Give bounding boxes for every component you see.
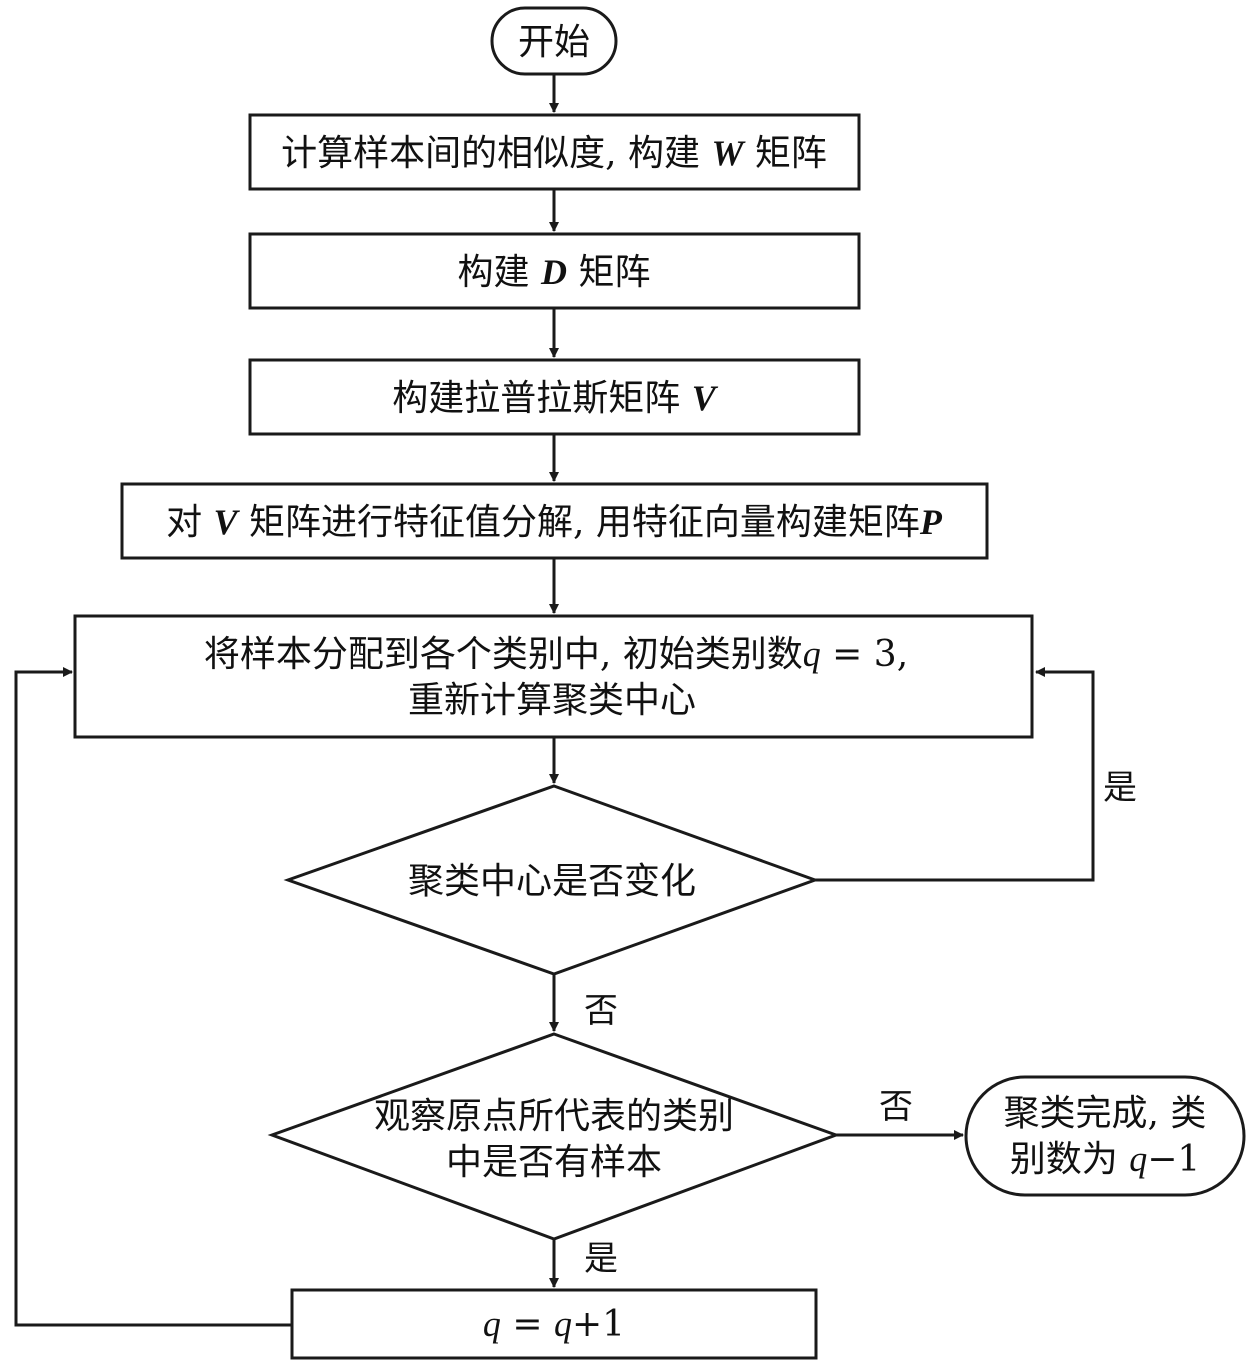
done-line2-prefix: 别数为 bbox=[1010, 1139, 1129, 1180]
eigen-text: 对 V 矩阵进行特征值分解, 用特征向量构建矩阵P bbox=[166, 502, 943, 543]
increment-eq: = bbox=[501, 1304, 554, 1345]
assign-line2: 重新计算聚类中心 bbox=[408, 680, 696, 721]
increment-text: q = q+1 bbox=[483, 1304, 625, 1345]
similarity-prefix: 计算样本间的相似度, 构建 bbox=[281, 133, 711, 174]
laplacian-node: 构建拉普拉斯矩阵 V bbox=[248, 358, 861, 436]
label-center-changed-no: 否 bbox=[584, 991, 618, 1031]
degree-prefix: 构建 bbox=[458, 252, 541, 293]
assign-line1-eq: = 3, bbox=[821, 634, 908, 675]
increment-node: q = q+1 bbox=[290, 1288, 818, 1360]
eigen-var-p: P bbox=[919, 502, 943, 542]
degree-text: 构建 D 矩阵 bbox=[458, 252, 651, 293]
eigen-middle: 矩阵进行特征值分解, 用特征向量构建矩阵 bbox=[238, 502, 920, 543]
degree-suffix: 矩阵 bbox=[567, 252, 650, 293]
similarity-suffix: 矩阵 bbox=[743, 133, 826, 174]
done-node: 聚类完成, 类 别数为 q−1 bbox=[964, 1075, 1246, 1197]
eigen-var-v: V bbox=[214, 502, 241, 542]
center-changed-label: 聚类中心是否变化 bbox=[408, 861, 696, 902]
edge-center-changed-yes bbox=[815, 667, 1095, 882]
laplacian-var-v: V bbox=[692, 378, 719, 418]
label-origin-no: 否 bbox=[879, 1087, 913, 1127]
done-line2-suffix: −1 bbox=[1147, 1139, 1200, 1180]
start-label: 开始 bbox=[518, 22, 590, 63]
laplacian-text: 构建拉普拉斯矩阵 V bbox=[392, 378, 718, 419]
label-center-changed-yes: 是 bbox=[1103, 768, 1137, 808]
origin-check-decision: 观察原点所代表的类别 中是否有样本 bbox=[267, 1032, 841, 1241]
done-line1: 聚类完成, 类 bbox=[1004, 1093, 1207, 1134]
origin-check-line1: 观察原点所代表的类别 bbox=[374, 1096, 734, 1137]
increment-var-q1: q bbox=[483, 1304, 501, 1344]
eigen-node: 对 V 矩阵进行特征值分解, 用特征向量构建矩阵P bbox=[120, 482, 989, 560]
assign-var-q: q bbox=[803, 634, 821, 674]
done-var-q: q bbox=[1129, 1139, 1147, 1179]
laplacian-prefix: 构建拉普拉斯矩阵 bbox=[392, 378, 691, 419]
assign-line1: 将样本分配到各个类别中, 初始类别数q = 3, bbox=[204, 634, 908, 675]
similarity-node: 计算样本间的相似度, 构建 W 矩阵 bbox=[248, 113, 861, 191]
edge-increment-loop bbox=[14, 667, 292, 1327]
origin-check-line2: 中是否有样本 bbox=[446, 1142, 662, 1183]
degree-node: 构建 D 矩阵 bbox=[248, 232, 861, 310]
similarity-text: 计算样本间的相似度, 构建 W 矩阵 bbox=[281, 133, 827, 174]
label-origin-yes: 是 bbox=[584, 1239, 618, 1279]
assign-line1-prefix: 将样本分配到各个类别中, 初始类别数 bbox=[204, 634, 803, 675]
done-line2: 别数为 q−1 bbox=[1010, 1139, 1201, 1180]
start-node: 开始 bbox=[490, 6, 618, 76]
similarity-var-w: W bbox=[711, 133, 746, 173]
increment-var-q2: q bbox=[554, 1304, 572, 1344]
center-changed-decision: 聚类中心是否变化 bbox=[283, 784, 820, 976]
increment-suffix: +1 bbox=[572, 1304, 625, 1345]
assign-node: 将样本分配到各个类别中, 初始类别数q = 3, 重新计算聚类中心 bbox=[73, 614, 1034, 739]
eigen-prefix: 对 bbox=[166, 502, 213, 543]
degree-var-d: D bbox=[540, 252, 567, 292]
